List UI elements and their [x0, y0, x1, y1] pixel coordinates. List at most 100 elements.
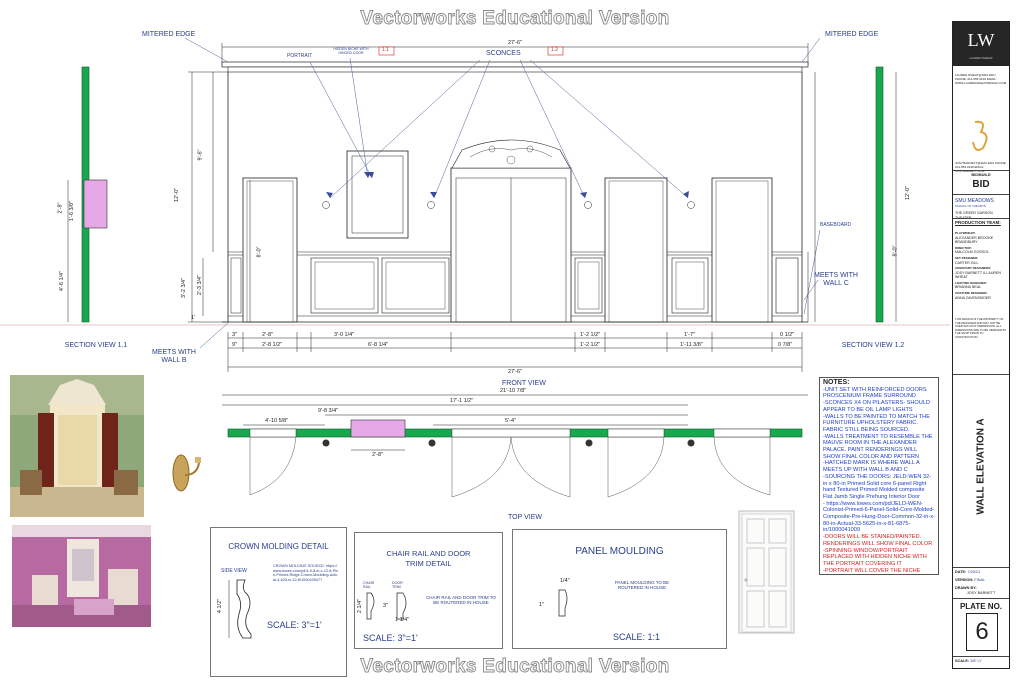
notes-heading: NOTES:: [823, 379, 850, 386]
version-value: FINAL: [974, 578, 986, 582]
panel-moulding-detail: PANEL MOULDING 1/4" 1" PANEL MOULDING TO…: [512, 529, 727, 649]
team-role: LIGHTING DESIGNER:: [955, 280, 987, 285]
theater-name: THE GREER GARSON THEATER: [955, 211, 993, 220]
label-sconces: SCONCES: [486, 50, 521, 57]
version-label: VERSION:: [955, 578, 974, 582]
school-sub: SCHOOL OF THE ARTS: [955, 204, 986, 208]
dim-base-h: 1': [191, 315, 196, 321]
reference-photo-door: [738, 510, 795, 634]
crown-profile: [228, 579, 252, 639]
team-role: SET DESIGNER:: [955, 255, 979, 260]
dim-top-5: 5'-4": [505, 418, 516, 424]
chair-w: 1 1/4": [395, 617, 410, 623]
crown-title: CROWN MOLDING DETAIL: [228, 542, 329, 551]
panel-title: PANEL MOULDING: [575, 546, 664, 557]
note-line: -PORTRAIT WILL COVER THE NICHE DURING SC…: [823, 567, 921, 574]
note-line: -SPINNING WINDOW/PORTRAIT REPLACED WITH …: [823, 547, 927, 567]
dim-row2-b: 2'-8 1/2": [262, 342, 283, 348]
note-line: -HATCHED MARK IS WHERE WALL A MEETS UP W…: [823, 460, 920, 474]
plate-number: 6: [966, 613, 998, 651]
dim-top-2: 2'-8": [372, 452, 383, 458]
watermark-bottom: Vectorworks Educational Version: [360, 656, 670, 678]
bid-build-label: BID/BUILD: [971, 173, 991, 177]
drawn-label: DRAWN BY:: [955, 586, 977, 590]
signature-mark: [972, 120, 988, 151]
dim-row1-b: 2'-8": [262, 332, 273, 338]
chair-note: CHAIR RAIL AND DOOR TRIM TO BE ROUTERED …: [426, 595, 496, 606]
label-section-left: SECTION VIEW 1.1: [64, 342, 128, 349]
dim-height-left: 12'-0": [174, 187, 181, 203]
crown-source: CROWN MOLDING SOURCE: https://www.lowes.…: [273, 564, 339, 582]
note-line: -SCONCES X4 ON PILASTERS- SHOULD APPEAR …: [823, 400, 930, 413]
logo-text: LW: [967, 30, 995, 50]
dim-top-17: 17'-1 1/2": [450, 398, 474, 404]
chair-rail-detail: CHAIR RAIL AND DOOR TRIM DETAIL CHAIR RA…: [354, 532, 503, 649]
notes-panel: NOTES: -UNIT SET WITH REINFORCED DOORS P…: [819, 377, 939, 575]
top-view: [222, 394, 808, 498]
label-section-right: SECTION VIEW 1.2: [841, 342, 905, 349]
crown-h: 4 1/2": [217, 598, 224, 614]
drawn-value: JOSY BARNETT: [966, 591, 996, 595]
label-portrait: PORTRAIT: [287, 53, 313, 59]
team-member: ANNA ZAVENSKIDER: [955, 295, 991, 300]
note-line: -SOURCING THE DOORS: JELD-WEN 32-in x 80…: [823, 473, 932, 500]
logo-box: LW LAUREN WHEAT: [953, 22, 1009, 66]
dim-row2-e: 1'-11 3/8": [680, 342, 703, 348]
watermark-top: Vectorworks Educational Version: [360, 8, 670, 30]
bid-value: BID: [972, 179, 990, 190]
plate-label: PLATE NO.: [959, 602, 1003, 611]
panel-h: 1": [539, 602, 545, 608]
panel-profile: [558, 589, 568, 617]
team-role: COSTUME DESIGNER:: [955, 290, 988, 295]
dim-sec-h1: 2'-8": [57, 202, 64, 214]
dim-top-4: 4'-10 5/8": [265, 418, 289, 424]
dim-row1-e: 1'-7": [684, 332, 695, 338]
dim-panel-h1: 3'-2 3/4": [181, 277, 188, 299]
scale-label: SCALE:: [955, 659, 970, 663]
reference-photo-doors: [10, 375, 144, 517]
chair-title: CHAIR RAIL AND DOOR TRIM DETAIL: [386, 549, 471, 568]
team-role: ASSISTANT DESIGNERS:: [955, 266, 992, 271]
team-member: CARTER GILL: [955, 260, 979, 265]
label-meets-wall-b: MEETS WITH WALL B: [152, 349, 196, 364]
dim-sec-h2: 1'-6 3/8": [69, 200, 76, 222]
notes-list: -UNIT SET WITH REINFORCED DOORS PROSCENI…: [823, 386, 935, 574]
team-member: JOSY BARNETT & LAUREN WHEAT: [955, 270, 1001, 280]
label-baseboard: BASEBOARD: [820, 222, 852, 228]
reference-photo-sconce: [165, 443, 205, 508]
chair-scale: SCALE: 3"=1': [363, 633, 418, 643]
label-meets-wall-c: MEETS WITH WALL C: [814, 272, 858, 287]
date-label: DATE:: [955, 570, 967, 574]
team-role: DIRECTOR:: [955, 245, 972, 250]
dim-upper-left: 9'-6": [197, 149, 204, 161]
dim-top-9: 9'-8 3/4": [318, 408, 339, 414]
team-member: BRIANNA NEAL: [955, 285, 982, 290]
note-line: -WALLS TO BE PAINTED TO MATCH THE FURNIT…: [823, 413, 930, 433]
chair-rail-label: CHAIR RAIL: [363, 581, 375, 590]
elevation-drawing: [0, 37, 950, 498]
tag-1-1: 1.1: [382, 47, 389, 53]
dim-row2-c: 6'-8 1/4": [368, 342, 389, 348]
crown-molding-detail: CROWN MOLDING DETAIL SIDE VIEW CROWN MOL…: [210, 527, 347, 677]
note-line: -UNIT SET WITH REINFORCED DOORS PROSCENI…: [823, 386, 927, 400]
panel-scale: SCALE: 1:1: [613, 632, 661, 642]
contact-1: LAUREN.WHEAT@SMU.EDU PHONE: 214-555-0100…: [955, 73, 1007, 85]
note-line: - https://www.lowes.com/pd/JELD-WEN-Colo…: [823, 500, 935, 534]
disclaimer: THIS DESIGN IS THE PROPERTY OF THE DESIG…: [955, 317, 1007, 339]
chair-profiles: [366, 592, 407, 620]
section-right: [875, 66, 897, 323]
dim-row2-f: 0 7/8": [778, 342, 793, 348]
chair-h2: 3": [383, 603, 389, 609]
dim-row1-d: 1'-2 1/2": [580, 332, 601, 338]
dim-panel-h2: 2'-3 3/4": [197, 274, 204, 296]
team-member: ALEXANDER BROOKE BRANDBURY: [955, 235, 994, 245]
dim-top-overall: 21'-10 7/8": [500, 388, 527, 394]
contact-2: JOSY.BARNETT@SMU.EDU PHONE: 214-555-0199…: [955, 161, 1007, 173]
note-line: -DOORS WILL BE STAINED/PAINTED. RENDERIN…: [823, 534, 933, 547]
door-3: [604, 177, 668, 323]
panel-note: PANEL MOULDING TO BE ROUTERED IN HOUSE: [614, 580, 670, 591]
scale-value: 3/8"=1': [970, 659, 982, 663]
note-line: -WALLS TREATMENT TO RESEMBLE THE MAUVE R…: [823, 433, 933, 460]
title-block: LW LAUREN WHEAT LAUREN.WHEAT@SMU.EDU PHO…: [952, 21, 1010, 669]
